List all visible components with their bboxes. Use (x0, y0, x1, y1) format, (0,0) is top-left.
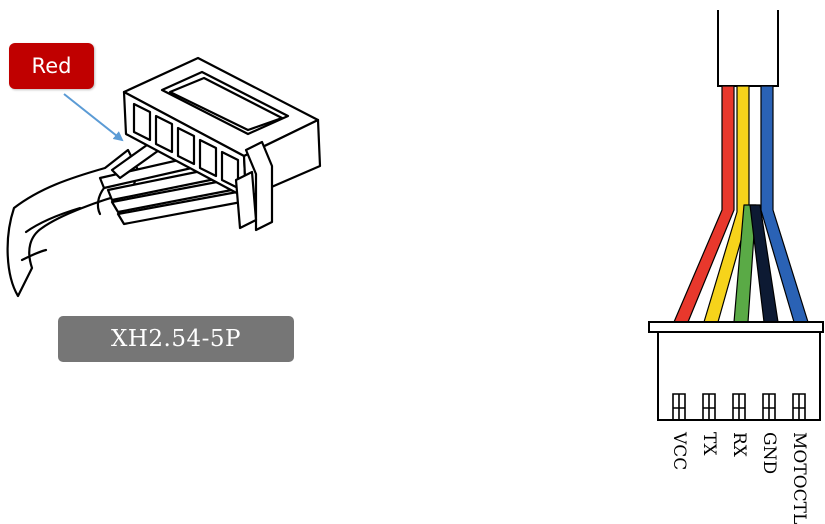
cable-jacket (717, 10, 779, 87)
pin-label-motoctl: MOTOCTL (789, 432, 809, 524)
pin-label-tx: TX (699, 432, 719, 456)
connector-model-badge: XH2.54-5P (58, 316, 294, 362)
connector-flange (648, 321, 824, 333)
wiring-schematic (648, 10, 824, 421)
pin-label-vcc: VCC (669, 432, 689, 471)
pin-gnd-icon (762, 393, 776, 420)
callout-arrow (63, 93, 124, 142)
callout-label: Red (31, 54, 72, 78)
pins (672, 393, 806, 420)
wires (673, 85, 809, 323)
connector-model-label: XH2.54-5P (110, 326, 242, 352)
pin-motoctl-icon (792, 393, 806, 420)
pin-rx-icon (732, 393, 746, 420)
pin-label-gnd: GND (759, 432, 779, 475)
pin-label-rx: RX (729, 432, 749, 457)
pin-vcc-icon (672, 393, 686, 420)
pin-tx-icon (702, 393, 716, 420)
xh-connector-illustration (6, 56, 322, 298)
red-wire-callout: Red (9, 43, 94, 89)
